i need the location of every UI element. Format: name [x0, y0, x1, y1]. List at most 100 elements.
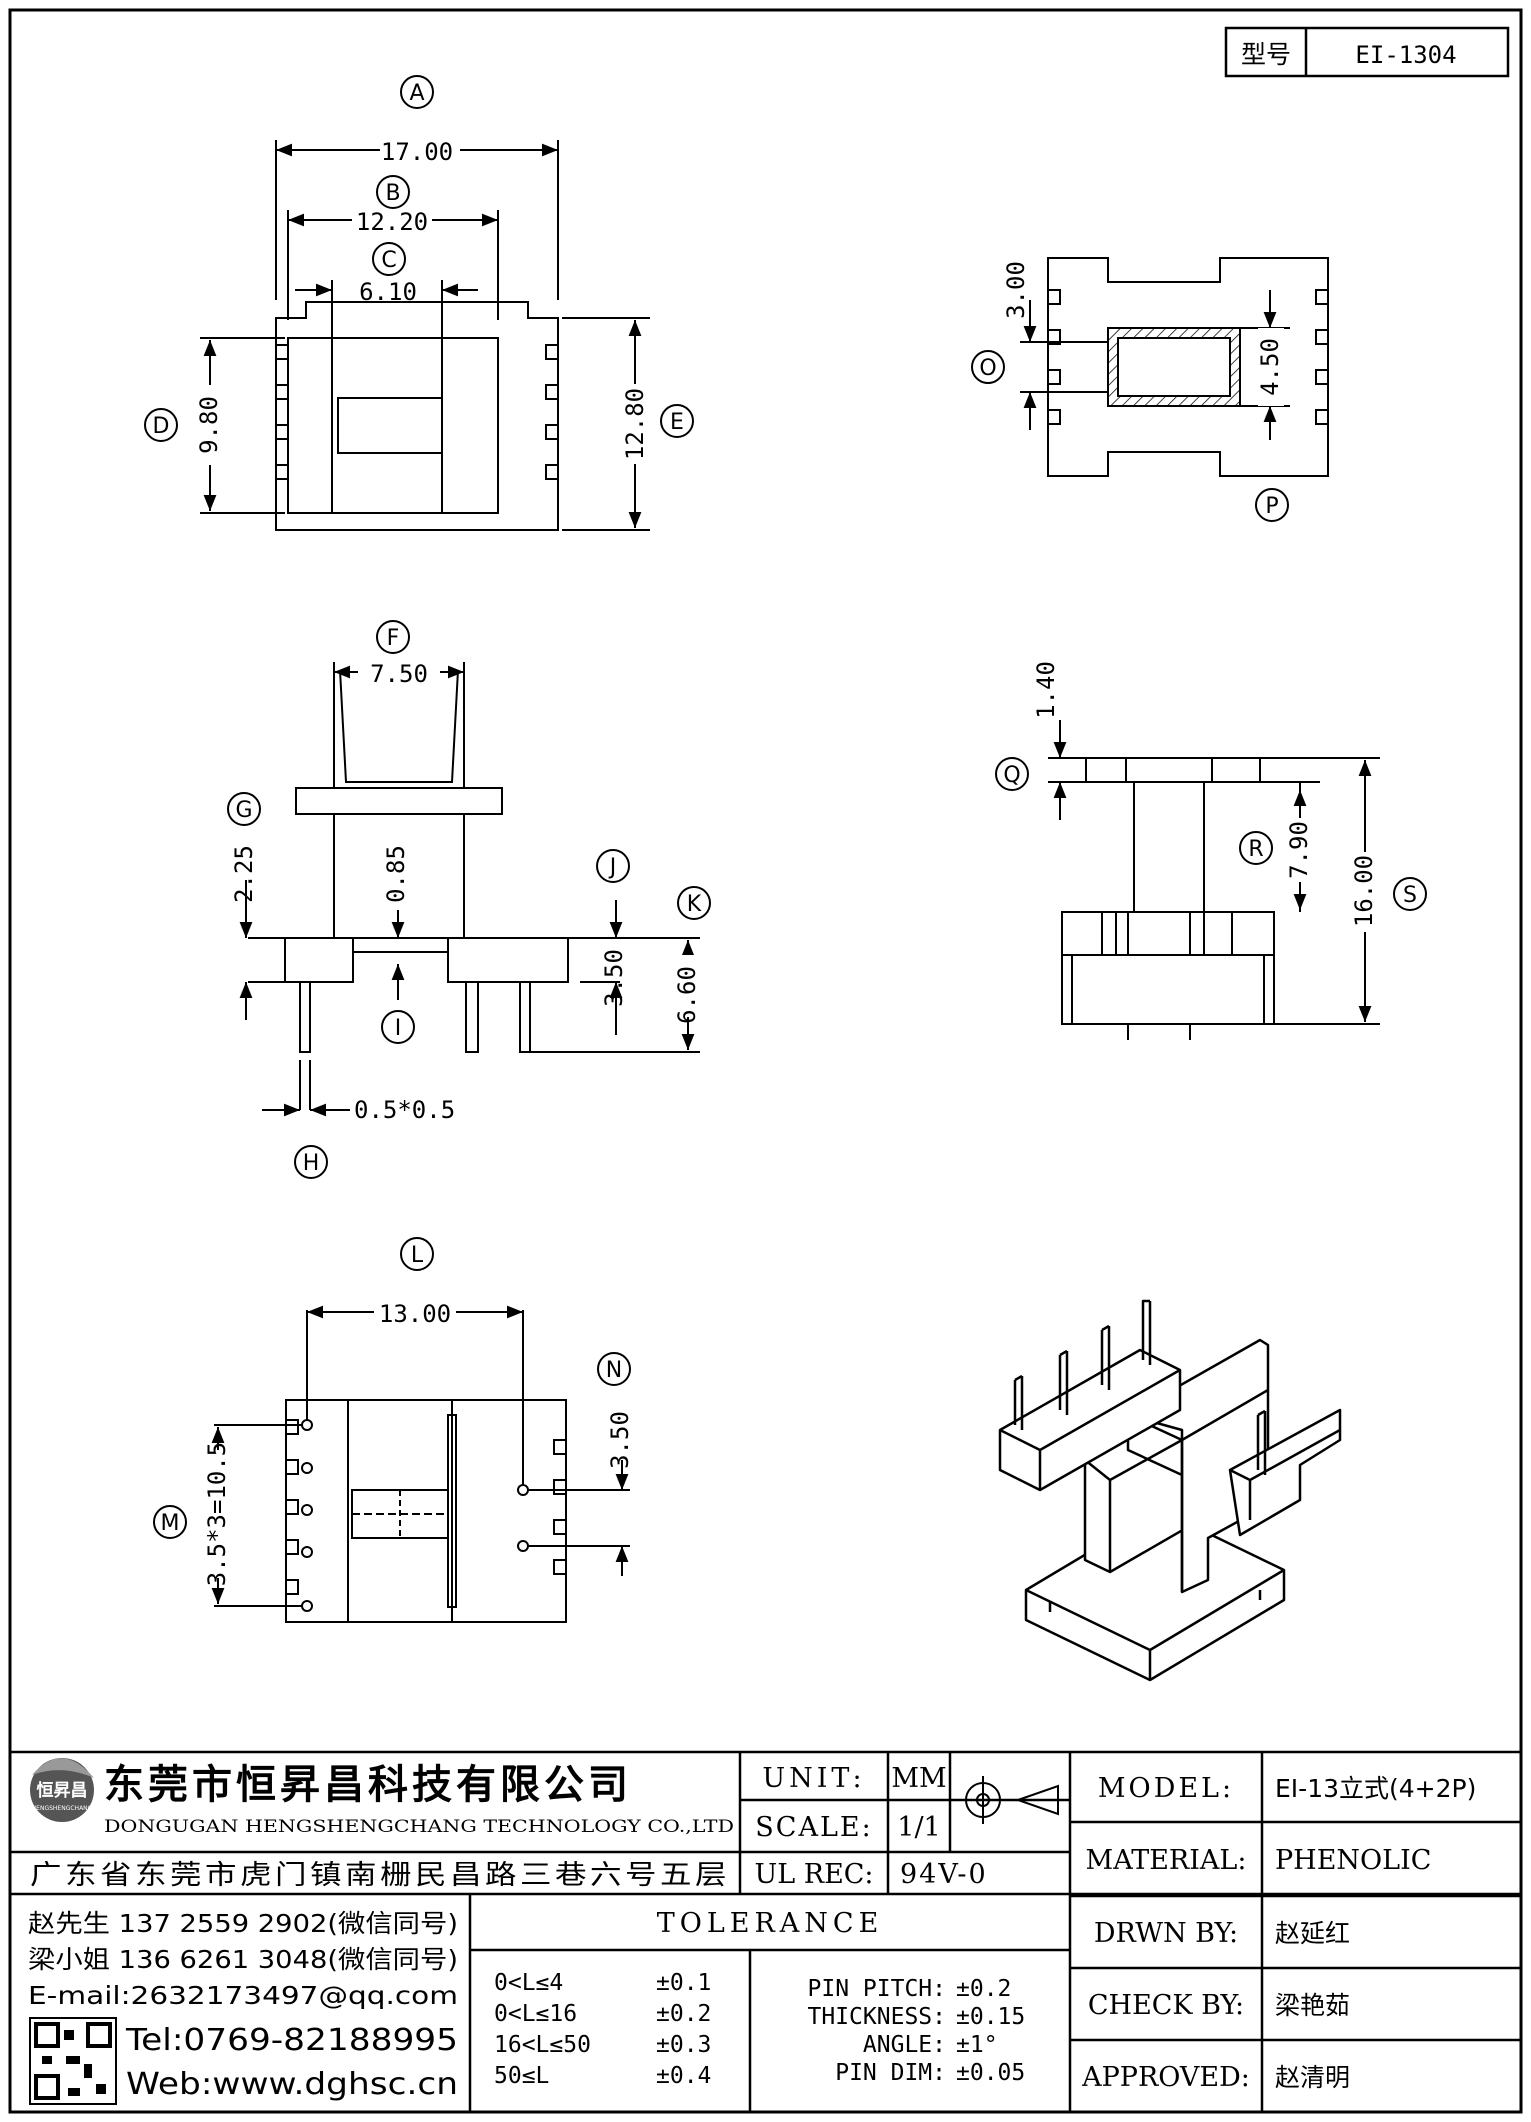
- tol-range-2: 0<L≤16: [494, 2001, 577, 2027]
- circle-label-D: D: [144, 408, 178, 442]
- drawn-value: 赵延红: [1275, 1919, 1350, 1948]
- unit-label: UNIT:: [762, 1763, 865, 1794]
- svg-text:HENGSHENGCHANG: HENGSHENGCHANG: [32, 1805, 93, 1812]
- dim-H: 0.5*0.5: [354, 1096, 455, 1124]
- contact-line-2: 梁小姐 136 6261 3048(微信同号): [28, 1945, 458, 1974]
- circle-label-I: I: [381, 1010, 415, 1044]
- unit-value: MM: [891, 1763, 946, 1794]
- dim-M: 3.5*3=10.5: [203, 1442, 231, 1587]
- top-view-dimensions: 17.00 12.20 6.10 9.80 12.80: [195, 138, 649, 465]
- dim-G: 2.25: [230, 845, 258, 903]
- tol-range-4: 50≤L: [494, 2063, 549, 2089]
- svg-text:Q: Q: [1003, 763, 1020, 788]
- circle-label-R: R: [1239, 831, 1273, 865]
- svg-text:R: R: [1248, 837, 1263, 862]
- circle-label-P: P: [1255, 488, 1289, 522]
- circle-label-M: M: [153, 1505, 187, 1539]
- model-value: EI-13立式(4+2P): [1275, 1774, 1476, 1803]
- qr-code-icon: [29, 2017, 117, 2105]
- projection-symbol-icon: [958, 1776, 1066, 1824]
- svg-text:M: M: [161, 1511, 180, 1536]
- dim-A: 17.00: [381, 138, 453, 166]
- top-view: [200, 140, 650, 531]
- check-value: 梁艳茹: [1275, 1991, 1350, 2020]
- part-number-box: 型号 EI-1304: [1224, 26, 1510, 78]
- tol-extra-label-2: THICKNESS:: [808, 2004, 946, 2030]
- approved-label: APPROVED:: [1081, 2062, 1250, 2093]
- svg-text:S: S: [1403, 883, 1417, 908]
- tol-extra-value-3: ±1°: [956, 2032, 998, 2058]
- company-logo: 恒昇昌 HENGSHENGCHANG: [30, 1758, 94, 1822]
- dim-L: 13.00: [379, 1300, 451, 1328]
- material-label: MATERIAL:: [1086, 1845, 1247, 1876]
- circle-label-J: J: [596, 849, 630, 883]
- circle-label-E: E: [660, 404, 694, 438]
- model-label: MODEL:: [1098, 1773, 1234, 1804]
- scale-value: 1/1: [897, 1812, 940, 1843]
- circle-label-S: S: [1393, 877, 1427, 911]
- dim-O: 3.00: [1002, 261, 1030, 319]
- sheet-border: [8, 8, 1523, 2114]
- tol-extra-label-4: PIN DIM:: [835, 2060, 946, 2086]
- circle-label-H: H: [294, 1145, 328, 1179]
- end-view-dimensions: 3.00 4.50: [1002, 261, 1284, 406]
- side-view: [1048, 720, 1380, 1040]
- dim-B: 12.20: [356, 208, 428, 236]
- circle-label-O: O: [971, 350, 1005, 384]
- tol-range-1: 0<L≤4: [494, 1970, 563, 1996]
- end-view: [1020, 257, 1329, 477]
- ulrec-label: UL REC:: [754, 1859, 873, 1890]
- tol-extra-label-3: ANGLE:: [863, 2032, 946, 2058]
- svg-text:N: N: [606, 1358, 622, 1383]
- svg-text:J: J: [608, 855, 617, 880]
- material-value: PHENOLIC: [1275, 1845, 1431, 1876]
- svg-text:I: I: [395, 1016, 402, 1041]
- contact-tel: Tel:0769-82188995: [125, 2023, 458, 2058]
- circle-label-N: N: [597, 1352, 631, 1386]
- tol-extra-value-2: ±0.15: [956, 2004, 1025, 2030]
- part-number-value: EI-1304: [1355, 41, 1456, 69]
- svg-text:H: H: [303, 1151, 320, 1176]
- drawn-label: DRWN BY:: [1094, 1918, 1238, 1949]
- svg-text:P: P: [1265, 494, 1278, 519]
- dim-Q: 1.40: [1032, 661, 1060, 719]
- part-number-label: 型号: [1241, 40, 1291, 69]
- tolerance-title: TOLERANCE: [657, 1908, 884, 1939]
- svg-text:O: O: [979, 356, 996, 381]
- dim-G2: 0.85: [382, 845, 410, 903]
- side-view-dimensions: 1.40 7.90 16.00: [1032, 661, 1378, 932]
- circle-label-Q: Q: [995, 757, 1029, 791]
- svg-text:C: C: [381, 248, 396, 273]
- front-view-dimensions: 7.50 2.25 0.85 3.50 6.60 0.5*0.5: [230, 660, 702, 1124]
- dim-J: 3.50: [600, 949, 628, 1007]
- company-name-en: DONGUGAN HENGSHENGCHANG TECHNOLOGY CO.,L…: [104, 1817, 734, 1837]
- contact-email: E-mail:2632173497@qq.com: [28, 1981, 458, 2010]
- dim-P: 4.50: [1256, 338, 1284, 396]
- circle-label-C: C: [372, 242, 406, 276]
- svg-text:F: F: [387, 626, 400, 651]
- tol-extra-value-1: ±0.2: [956, 1976, 1011, 2002]
- front-view: [239, 662, 700, 1117]
- circle-label-B: B: [376, 175, 410, 209]
- dim-R: 7.90: [1285, 821, 1313, 879]
- circle-label-K: K: [677, 886, 711, 920]
- svg-text:E: E: [670, 410, 684, 435]
- check-label: CHECK BY:: [1088, 1990, 1244, 2021]
- approved-value: 赵清明: [1275, 2063, 1350, 2092]
- dim-K: 6.60: [673, 966, 701, 1024]
- svg-text:A: A: [409, 81, 424, 106]
- bottom-view-dimensions: 13.00 3.5*3=10.5 3.50: [203, 1300, 634, 1586]
- svg-text:B: B: [385, 181, 400, 206]
- company-name-cn: 东莞市恒昇昌科技有限公司: [104, 1762, 632, 1808]
- dim-E: 12.80: [621, 388, 649, 460]
- svg-text:G: G: [235, 798, 252, 823]
- svg-text:K: K: [687, 892, 702, 917]
- circle-label-G: G: [227, 792, 261, 826]
- svg-text:恒昇昌: 恒昇昌: [37, 1780, 88, 1801]
- contact-web: Web:www.dghsc.cn: [126, 2067, 458, 2102]
- dim-S: 16.00: [1350, 855, 1378, 927]
- circle-labels: A B C D E F G H I J K L M N O P Q R S: [144, 75, 1427, 1539]
- tol-value-2: ±0.2: [656, 2001, 711, 2027]
- dim-C: 6.10: [359, 278, 417, 306]
